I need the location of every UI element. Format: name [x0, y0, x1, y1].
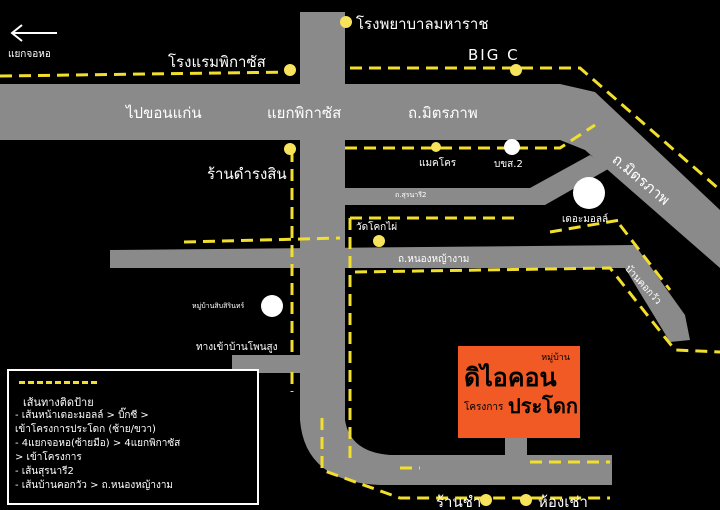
- main-road: [0, 84, 720, 268]
- legend-title: เส้นทางติดป้าย: [23, 396, 94, 409]
- legend-item: > เข้าโครงการ: [15, 452, 82, 463]
- legend-item: - เส้นบ้านคอกวัว > ถ.หนองหญ้างาม: [15, 480, 174, 491]
- entrance-label: ทางเข้าบ้านโพนสูง: [196, 342, 278, 353]
- restaurant-dot: [284, 143, 296, 155]
- surnaree-label: ถ.สุรนารี2: [395, 191, 427, 199]
- rooms-label: ห้องเช่า: [538, 493, 588, 510]
- temple-label: วัดโคกไผ่: [356, 222, 398, 233]
- road-mittraphap-label: ถ.มิตรภาพ: [408, 104, 478, 122]
- mall-dot: [573, 177, 605, 209]
- compass-label: แยกจอหอ: [8, 49, 51, 60]
- project-soi: [505, 438, 527, 463]
- restaurant-label: ร้านดำรงสิน: [207, 165, 287, 183]
- project-name: ดิไอคอน: [464, 363, 557, 392]
- rooms-dot: [520, 494, 532, 506]
- village-label: หมู่บ้านสิบสิรินทร์: [192, 302, 245, 310]
- nongya-road: [110, 245, 690, 342]
- tea-dot: [480, 494, 492, 506]
- hospital-label: โรงพยาบาลมหาราช: [356, 15, 489, 33]
- hotel-dot: [284, 64, 296, 76]
- hospital-dot: [340, 16, 352, 28]
- makro-label: แมคโคร: [419, 158, 457, 169]
- mall-label: เดอะมอลล์: [562, 214, 609, 225]
- north-south-road: [300, 12, 612, 485]
- road-junction-label: แยกพิกาซัส: [267, 104, 342, 122]
- project-sign[interactable]: หมู่บ้าน ดิไอคอน โครงการ ประโดก: [458, 346, 580, 438]
- road-main-label: ไปขอนแก่น: [126, 104, 202, 122]
- temple-dot: [373, 235, 385, 247]
- legend-item: - 4แยกจอหอ(ซ้ายมือ) > 4แยกพิกาซัส: [15, 438, 181, 449]
- left-arrow-icon[interactable]: [10, 24, 57, 42]
- legend-box: เส้นทางติดป้าย - เส้นหน้าเดอะมอลล์ > บิ๊…: [7, 369, 259, 505]
- route-lines: [0, 66, 720, 500]
- nongya-label: ถ.หนองหญ้างาม: [398, 254, 470, 265]
- village-dot: [261, 295, 283, 317]
- white-dots: [261, 139, 605, 317]
- legend-item: - เส้นหน้าเดอะมอลล์ > บิ๊กซี >: [15, 410, 149, 421]
- surnaree-road: [345, 155, 610, 205]
- makro-dot: [431, 142, 441, 152]
- bigc-dot: [510, 64, 522, 76]
- location-dots: [284, 16, 532, 506]
- tea-label: ร้านชำ: [436, 493, 482, 510]
- hotel-label: โรงแรมพิกาซัส: [168, 53, 266, 71]
- entrance-road: [232, 355, 302, 373]
- bks-label: บขส.2: [494, 159, 523, 170]
- legend-route-sample: [19, 381, 97, 384]
- legend-list: - เส้นหน้าเดอะมอลล์ > บิ๊กซี > เข้าโครงก…: [15, 409, 180, 493]
- bigc-label: BIG C: [468, 46, 520, 64]
- legend-item: - เส้นสุรนารี2: [15, 466, 74, 477]
- legend-item: เข้าโครงการประโดก (ซ้าย/ขวา): [15, 424, 156, 435]
- project-sub2: ประโดก: [508, 394, 579, 418]
- project-sub1: โครงการ: [464, 402, 504, 413]
- project-small-label: หมู่บ้าน: [541, 353, 570, 363]
- bks-dot: [504, 139, 520, 155]
